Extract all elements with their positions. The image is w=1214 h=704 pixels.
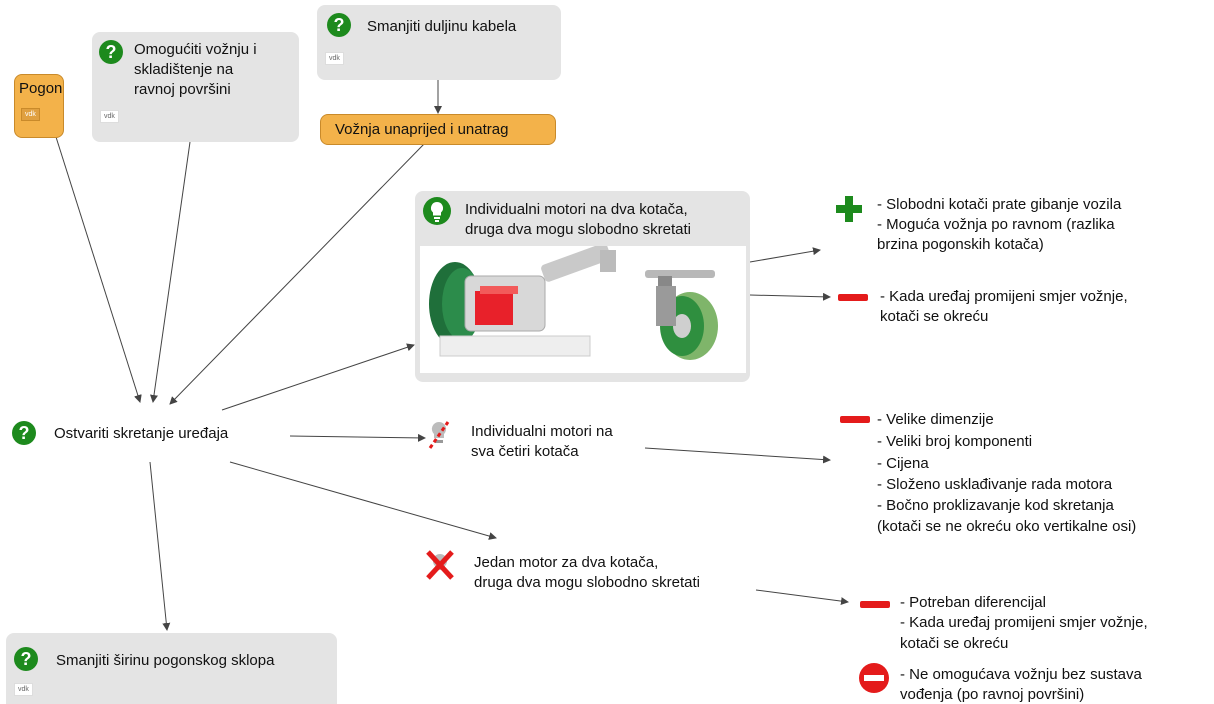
arrow-voznja-to-ostvariti — [169, 142, 426, 405]
stop-jedan-line-2: vođenja (po ravnoj površini) — [900, 686, 1085, 703]
node-omoguciti-line-2: skladištenje na — [134, 61, 234, 78]
node-omoguciti-line-3: ravnoj površini — [134, 81, 231, 98]
struck-bulb-icon — [428, 421, 450, 449]
pros-dva-line-2: - Moguća vožnja po ravnom (razlika — [877, 216, 1115, 233]
motor-wheel-image — [420, 243, 746, 373]
node-individualni-dva-line-2: druga dva mogu slobodno skretati — [465, 221, 691, 238]
cons-cetiri-line-3: - Cijena — [877, 455, 929, 472]
arrow-ostvariti-to-smanjiti-sirinu — [149, 461, 171, 631]
arrow-individualni-cetiri-to-cons — [644, 447, 831, 464]
minus-icon — [840, 416, 870, 423]
arrow-individualni-dva-to-pros — [749, 247, 821, 263]
node-smanjiti-kabel-tag: vdk — [325, 52, 344, 65]
cons-cetiri-line-4: - Složeno usklađivanje rada motora — [877, 476, 1113, 493]
cons-jedan-line-1: - Potreban diferencijal — [900, 594, 1046, 611]
node-pogon-tag: vdk — [21, 108, 40, 121]
node-individualni-cetiri-line-2[interactable]: sva četiri kotača — [471, 443, 579, 460]
arrow-ostvariti-to-individualni-cetiri — [289, 433, 426, 442]
pros-dva-line-3: brzina pogonskih kotača) — [877, 236, 1044, 253]
cons-cetiri-line-5: - Bočno proklizavanje kod skretanja — [877, 497, 1114, 514]
node-smanjiti-sirinu-label: Smanjiti širinu pogonskog sklopa — [56, 652, 275, 669]
node-jedan-motor-line-1[interactable]: Jedan motor za dva kotača, — [474, 554, 659, 571]
cons-cetiri-line-1: - Velike dimenzije — [877, 411, 994, 428]
cross-icon — [426, 550, 454, 580]
plus-icon — [836, 196, 862, 222]
node-individualni-cetiri-line-1[interactable]: Individualni motori na — [471, 423, 613, 440]
question-circle-icon: ? — [14, 647, 38, 671]
node-ostvariti[interactable]: ? Ostvariti skretanje uređaja — [10, 418, 290, 448]
arrow-ostvariti-to-individualni-dva — [221, 343, 415, 411]
node-omoguciti-line-1: Omogućiti vožnju i — [134, 41, 257, 58]
question-circle-icon: ? — [327, 13, 351, 37]
node-voznja-label: Vožnja unaprijed i unatrag — [335, 121, 509, 138]
node-omoguciti[interactable]: ? Omogućiti vožnju i skladištenje na rav… — [92, 32, 299, 142]
cons-jedan-line-2: - Kada uređaj promijeni smjer vožnje, — [900, 614, 1148, 631]
arrow-jedan-motor-to-cons — [755, 589, 849, 606]
cons-jedan-line-3: kotači se okreću — [900, 635, 1009, 652]
arrow-omoguciti-to-ostvariti — [150, 141, 191, 403]
lightbulb-icon — [423, 197, 451, 225]
node-pogon[interactable]: Pogon vdk — [14, 74, 64, 138]
cons-dva-line-1: - Kada uređaj promijeni smjer vožnje, — [880, 288, 1128, 305]
node-ostvariti-label: Ostvariti skretanje uređaja — [54, 425, 229, 442]
stop-jedan-line-1: - Ne omogućava vožnju bez sustava — [900, 666, 1142, 683]
pros-dva-line-1: - Slobodni kotači prate gibanje vozila — [877, 196, 1122, 213]
question-circle-icon: ? — [99, 40, 123, 64]
node-jedan-motor-line-2[interactable]: druga dva mogu slobodno skretati — [474, 574, 700, 591]
minus-icon — [838, 294, 868, 301]
arrow-ostvariti-to-jedan-motor — [229, 461, 497, 540]
arrow-individualni-dva-to-cons — [749, 292, 831, 301]
cons-cetiri-line-6: (kotači se ne okreću oko vertikalne osi) — [877, 518, 1137, 535]
cons-dva-line-2: kotači se okreću — [880, 308, 989, 325]
node-voznja[interactable]: Vožnja unaprijed i unatrag — [320, 114, 556, 145]
node-individualni-dva[interactable]: Individualni motori na dva kotača, druga… — [415, 191, 750, 382]
question-circle-icon: ? — [12, 421, 36, 445]
node-smanjiti-kabel-label: Smanjiti duljinu kabela — [367, 18, 517, 35]
node-omoguciti-tag: vdk — [100, 110, 119, 123]
node-individualni-dva-line-1: Individualni motori na dva kotača, — [465, 201, 688, 218]
minus-icon — [860, 601, 890, 608]
node-smanjiti-sirinu[interactable]: ? Smanjiti širinu pogonskog sklopa vdk — [6, 633, 337, 704]
cons-cetiri-line-2: - Veliki broj komponenti — [877, 433, 1033, 450]
node-smanjiti-kabel[interactable]: ? Smanjiti duljinu kabela vdk — [317, 5, 561, 80]
node-pogon-label: Pogon — [19, 80, 63, 97]
node-smanjiti-sirinu-tag: vdk — [14, 683, 33, 696]
arrow-pogon-to-ostvariti — [55, 136, 142, 403]
no-entry-icon — [859, 663, 889, 693]
